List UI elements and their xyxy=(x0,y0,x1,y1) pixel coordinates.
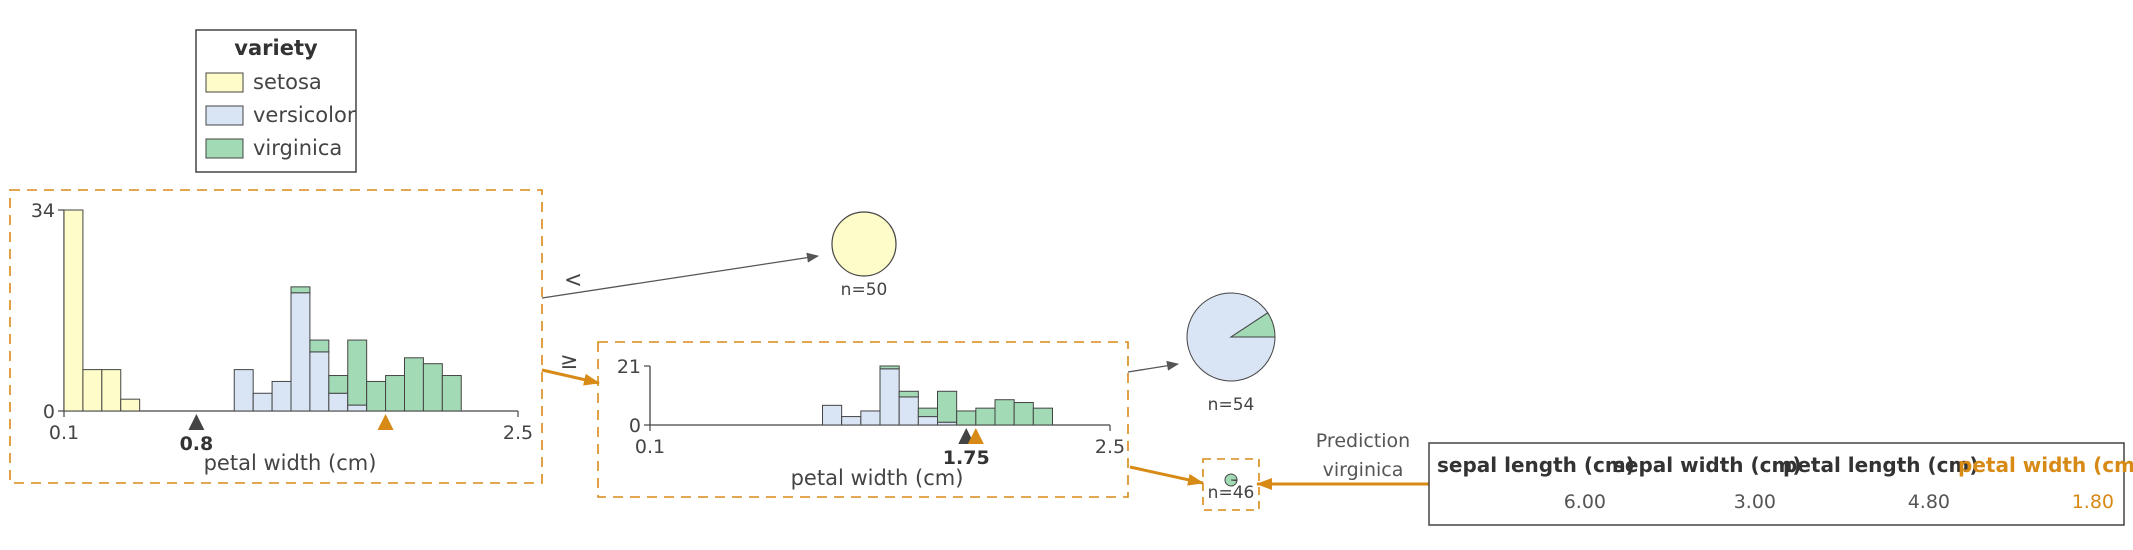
root-bar-versicolor xyxy=(347,404,368,412)
leaf-virginica-box xyxy=(1202,458,1260,511)
leaf-virginica-count: n=46 xyxy=(1208,483,1255,503)
child-x-tick-label: 2.5 xyxy=(1095,436,1125,458)
edge-root-to-child xyxy=(541,368,600,386)
prediction-value: virginica xyxy=(1323,459,1404,481)
instance-table-header-row: sepal length (cm) sepal width (cm) petal… xyxy=(1437,453,2133,477)
root-bar-setosa xyxy=(63,209,84,412)
child-bar-versicolor xyxy=(917,416,938,426)
root-split-marker xyxy=(188,414,205,430)
edge-label-greater-equal: ≥ xyxy=(560,349,578,374)
child-bar-virginica xyxy=(994,399,1015,426)
value-sepal-length: 6.00 xyxy=(1564,491,1606,513)
root-bar-versicolor xyxy=(328,392,349,412)
root-bar-virginica xyxy=(441,375,462,412)
child-bar-versicolor xyxy=(860,410,881,426)
leaf-versicolor-count: n=54 xyxy=(1208,395,1255,415)
root-bar-setosa xyxy=(101,369,122,412)
child-bar-versicolor xyxy=(898,396,919,426)
root-bar-setosa xyxy=(82,369,103,412)
edge-label-less-than: < xyxy=(564,268,582,293)
child-bar-versicolor xyxy=(879,368,900,426)
leaf-versicolor xyxy=(1186,292,1276,382)
header-petal-width: petal width (cm) xyxy=(1958,453,2133,477)
legend-label-setosa: setosa xyxy=(253,70,322,94)
header-sepal-width: sepal width (cm) xyxy=(1613,453,1802,477)
child-bar-versicolor xyxy=(841,416,862,426)
value-petal-length: 4.80 xyxy=(1908,491,1950,513)
edge-root-to-leaf-setosa xyxy=(541,252,819,299)
child-bar-virginica xyxy=(1013,402,1034,426)
root-bar-versicolor xyxy=(290,292,311,412)
root-split-value: 0.8 xyxy=(180,433,214,455)
root-bar-virginica xyxy=(290,286,311,294)
header-sepal-length: sepal length (cm) xyxy=(1437,453,1635,477)
leaf-virginica xyxy=(1224,473,1238,487)
root-y-tick-label: 0 xyxy=(43,401,55,423)
edge-child-to-leaf-virginica xyxy=(1129,465,1204,486)
root-bar-versicolor xyxy=(233,369,254,412)
root-bar-versicolor xyxy=(252,392,273,412)
child-bar-virginica xyxy=(975,407,996,426)
root-node-histogram: 0 34 0.1 2.5 0.8 xyxy=(31,200,533,455)
instance-table xyxy=(1428,442,2125,526)
legend-label-versicolor: versicolor xyxy=(253,103,356,127)
root-bar-virginica xyxy=(366,380,387,412)
legend-title: variety xyxy=(234,36,318,60)
pie-slice-virginica xyxy=(1229,312,1276,338)
pie-slice-virginica xyxy=(1224,473,1238,487)
legend-swatch-virginica xyxy=(205,138,244,159)
root-bar-versicolor xyxy=(309,351,330,412)
child-y-tick-label: 0 xyxy=(629,415,641,437)
child-y-tick-label: 21 xyxy=(617,356,641,378)
root-bar-virginica xyxy=(404,357,424,412)
root-x-tick-label: 2.5 xyxy=(503,422,533,444)
root-bar-virginica xyxy=(309,339,330,353)
root-bar-versicolor xyxy=(271,380,292,412)
root-bar-virginica xyxy=(385,375,406,412)
child-instance-marker xyxy=(967,428,984,444)
child-bar-virginica xyxy=(898,390,919,398)
child-split-value: 1.75 xyxy=(943,447,990,469)
leaf-setosa xyxy=(831,211,897,277)
prediction-heading: Prediction xyxy=(1316,430,1410,452)
root-y-tick-label: 34 xyxy=(31,200,55,222)
legend-swatch-setosa xyxy=(205,72,244,93)
root-bar-setosa xyxy=(120,398,141,412)
root-x-tick-label: 0.1 xyxy=(49,422,79,444)
root-bar-virginica xyxy=(328,375,349,394)
child-bar-virginica xyxy=(937,390,958,423)
legend-label-virginica: virginica xyxy=(253,136,342,160)
root-instance-marker xyxy=(377,414,394,430)
leaf-setosa-count: n=50 xyxy=(841,280,888,300)
root-bar-virginica xyxy=(347,339,368,406)
root-bar-virginica xyxy=(422,363,443,412)
legend-swatch-versicolor xyxy=(205,105,244,126)
value-sepal-width: 3.00 xyxy=(1734,491,1776,513)
value-petal-width: 1.80 xyxy=(2072,491,2114,513)
header-petal-length: petal length (cm) xyxy=(1783,453,1978,477)
root-x-axis-label: petal width (cm) xyxy=(204,451,377,475)
child-x-axis-label: petal width (cm) xyxy=(791,466,964,490)
child-bar-versicolor xyxy=(822,404,843,426)
child-bar-virginica xyxy=(917,407,938,418)
child-node-histogram: 0 21 0.1 2.5 1.75 xyxy=(617,356,1125,469)
child-x-tick-label: 0.1 xyxy=(635,436,665,458)
instance-table-value-row: 6.00 3.00 4.80 1.80 xyxy=(1564,491,2114,513)
legend: variety setosa versicolor virginica xyxy=(195,29,357,173)
child-bar-virginica xyxy=(956,410,977,426)
root-node-box xyxy=(9,189,543,484)
pie-slice-setosa xyxy=(831,211,897,277)
child-node-box xyxy=(597,341,1129,498)
edge-child-to-leaf-versicolor xyxy=(1127,360,1179,373)
child-bar-virginica xyxy=(879,365,900,370)
child-bar-virginica xyxy=(1032,407,1054,426)
